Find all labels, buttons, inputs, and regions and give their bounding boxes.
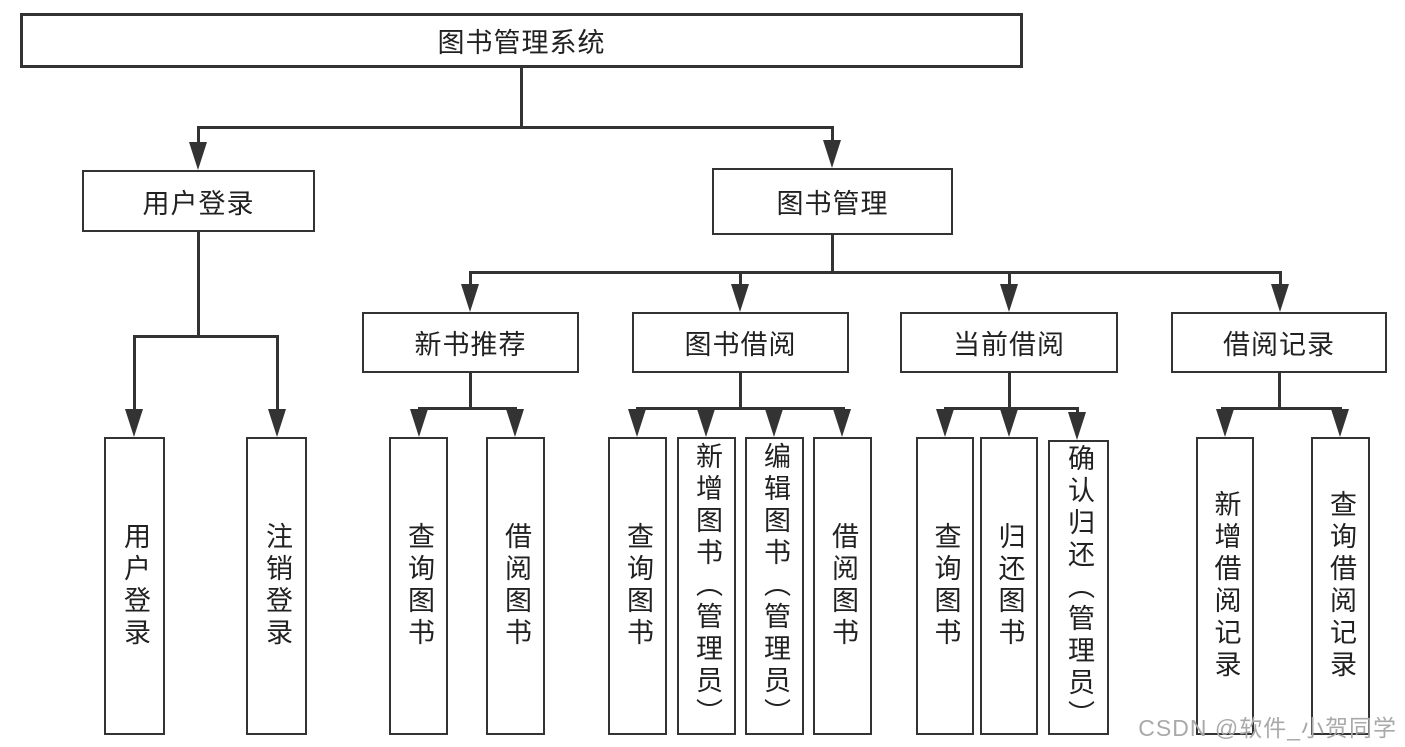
leaf-add-book-admin: 新增图书（管理员）	[677, 437, 736, 735]
connector-level2-bus	[196, 125, 834, 129]
connector-records-bus	[1220, 406, 1342, 410]
node-user-login: 用户登录	[82, 170, 315, 232]
node-new-book-recommend: 新书推荐	[362, 312, 579, 373]
connector-current-bus	[943, 406, 1079, 410]
leaf-add-borrow-record: 新增借阅记录	[1196, 437, 1254, 735]
arrow-down-icon	[1271, 284, 1289, 312]
leaf-query-books-recommend-label: 查询图书	[404, 522, 435, 650]
leaf-confirm-return-admin: 确认归还（管理员）	[1048, 440, 1109, 735]
arrow-down-icon	[697, 409, 715, 437]
node-user-login-label: 用户登录	[142, 188, 255, 219]
leaf-borrow-books: 借阅图书	[813, 437, 872, 735]
node-current-borrowing-label: 当前借阅	[953, 330, 1065, 360]
arrow-down-icon	[125, 409, 143, 437]
leaf-add-book-admin-label: 新增图书（管理员）	[692, 442, 723, 730]
leaf-borrow-books-recommend-label: 借阅图书	[501, 522, 532, 650]
arrow-down-icon	[1216, 409, 1234, 437]
leaf-query-borrow-record-label: 查询借阅记录	[1326, 490, 1357, 682]
leaf-borrow-books-recommend: 借阅图书	[486, 437, 545, 735]
leaf-query-books-current: 查询图书	[916, 437, 974, 735]
node-book-management-label: 图书管理	[776, 189, 889, 219]
csdn-watermark: CSDN @软件_小贺同学	[1138, 715, 1397, 741]
arrow-down-icon	[268, 409, 286, 437]
connector-borrowing-bus	[635, 406, 845, 410]
leaf-logout-label: 注销登录	[262, 522, 293, 650]
arrow-down-icon	[936, 409, 954, 437]
leaf-query-books-recommend: 查询图书	[389, 437, 448, 735]
connector-bookmgmt-drop	[830, 235, 834, 273]
arrow-down-icon	[410, 409, 428, 437]
connector-recommend-drop	[468, 373, 472, 408]
arrow-down-icon	[1331, 409, 1349, 437]
connector-level3-bus	[468, 270, 1282, 274]
node-current-borrowing: 当前借阅	[900, 312, 1118, 373]
arrow-down-icon	[1068, 412, 1086, 440]
leaf-query-books-current-label: 查询图书	[930, 522, 961, 650]
leaf-add-borrow-record-label: 新增借阅记录	[1210, 490, 1241, 682]
connector-userlogin-bus	[132, 334, 279, 338]
node-book-management: 图书管理	[712, 168, 953, 235]
node-borrowing-records-label: 借阅记录	[1223, 330, 1335, 360]
leaf-user-login-label: 用户登录	[120, 522, 151, 650]
leaf-query-borrow-record: 查询借阅记录	[1311, 437, 1370, 735]
arrow-shaft	[275, 336, 279, 429]
node-borrowing-records: 借阅记录	[1171, 312, 1387, 373]
node-library-system-label: 图书管理系统	[437, 28, 606, 58]
leaf-edit-book-admin-label: 编辑图书（管理员）	[760, 442, 791, 730]
connector-borrowing-drop	[738, 373, 742, 408]
node-book-borrowing: 图书借阅	[632, 312, 849, 373]
connector-recommend-bus	[417, 406, 517, 410]
arrow-down-icon	[1000, 284, 1018, 312]
leaf-logout: 注销登录	[246, 437, 307, 735]
arrow-down-icon	[731, 284, 749, 312]
node-library-system: 图书管理系统	[20, 13, 1023, 68]
connector-userlogin-drop	[196, 232, 200, 336]
arrow-down-icon	[765, 409, 783, 437]
connector-records-drop	[1277, 373, 1281, 408]
arrow-down-icon	[189, 142, 207, 170]
connector-root-drop	[519, 68, 523, 127]
node-new-book-recommend-label: 新书推荐	[414, 330, 527, 360]
arrow-down-icon	[461, 284, 479, 312]
node-book-borrowing-label: 图书借阅	[684, 330, 797, 360]
arrow-down-icon	[506, 409, 524, 437]
arrow-down-icon	[628, 409, 646, 437]
leaf-return-book: 归还图书	[980, 437, 1038, 735]
leaf-query-books-borrow-label: 查询图书	[623, 522, 654, 650]
leaf-query-books-borrow: 查询图书	[608, 437, 667, 735]
arrow-down-icon	[823, 140, 841, 168]
leaf-borrow-books-label: 借阅图书	[828, 522, 859, 650]
arrow-down-icon	[833, 409, 851, 437]
leaf-edit-book-admin: 编辑图书（管理员）	[745, 437, 804, 735]
leaf-confirm-return-admin-label: 确认归还（管理员）	[1064, 443, 1095, 732]
leaf-user-login: 用户登录	[104, 437, 165, 735]
leaf-return-book-label: 归还图书	[994, 522, 1025, 650]
arrow-down-icon	[1000, 409, 1018, 437]
arrow-shaft	[132, 336, 136, 429]
connector-current-drop	[1007, 373, 1011, 408]
